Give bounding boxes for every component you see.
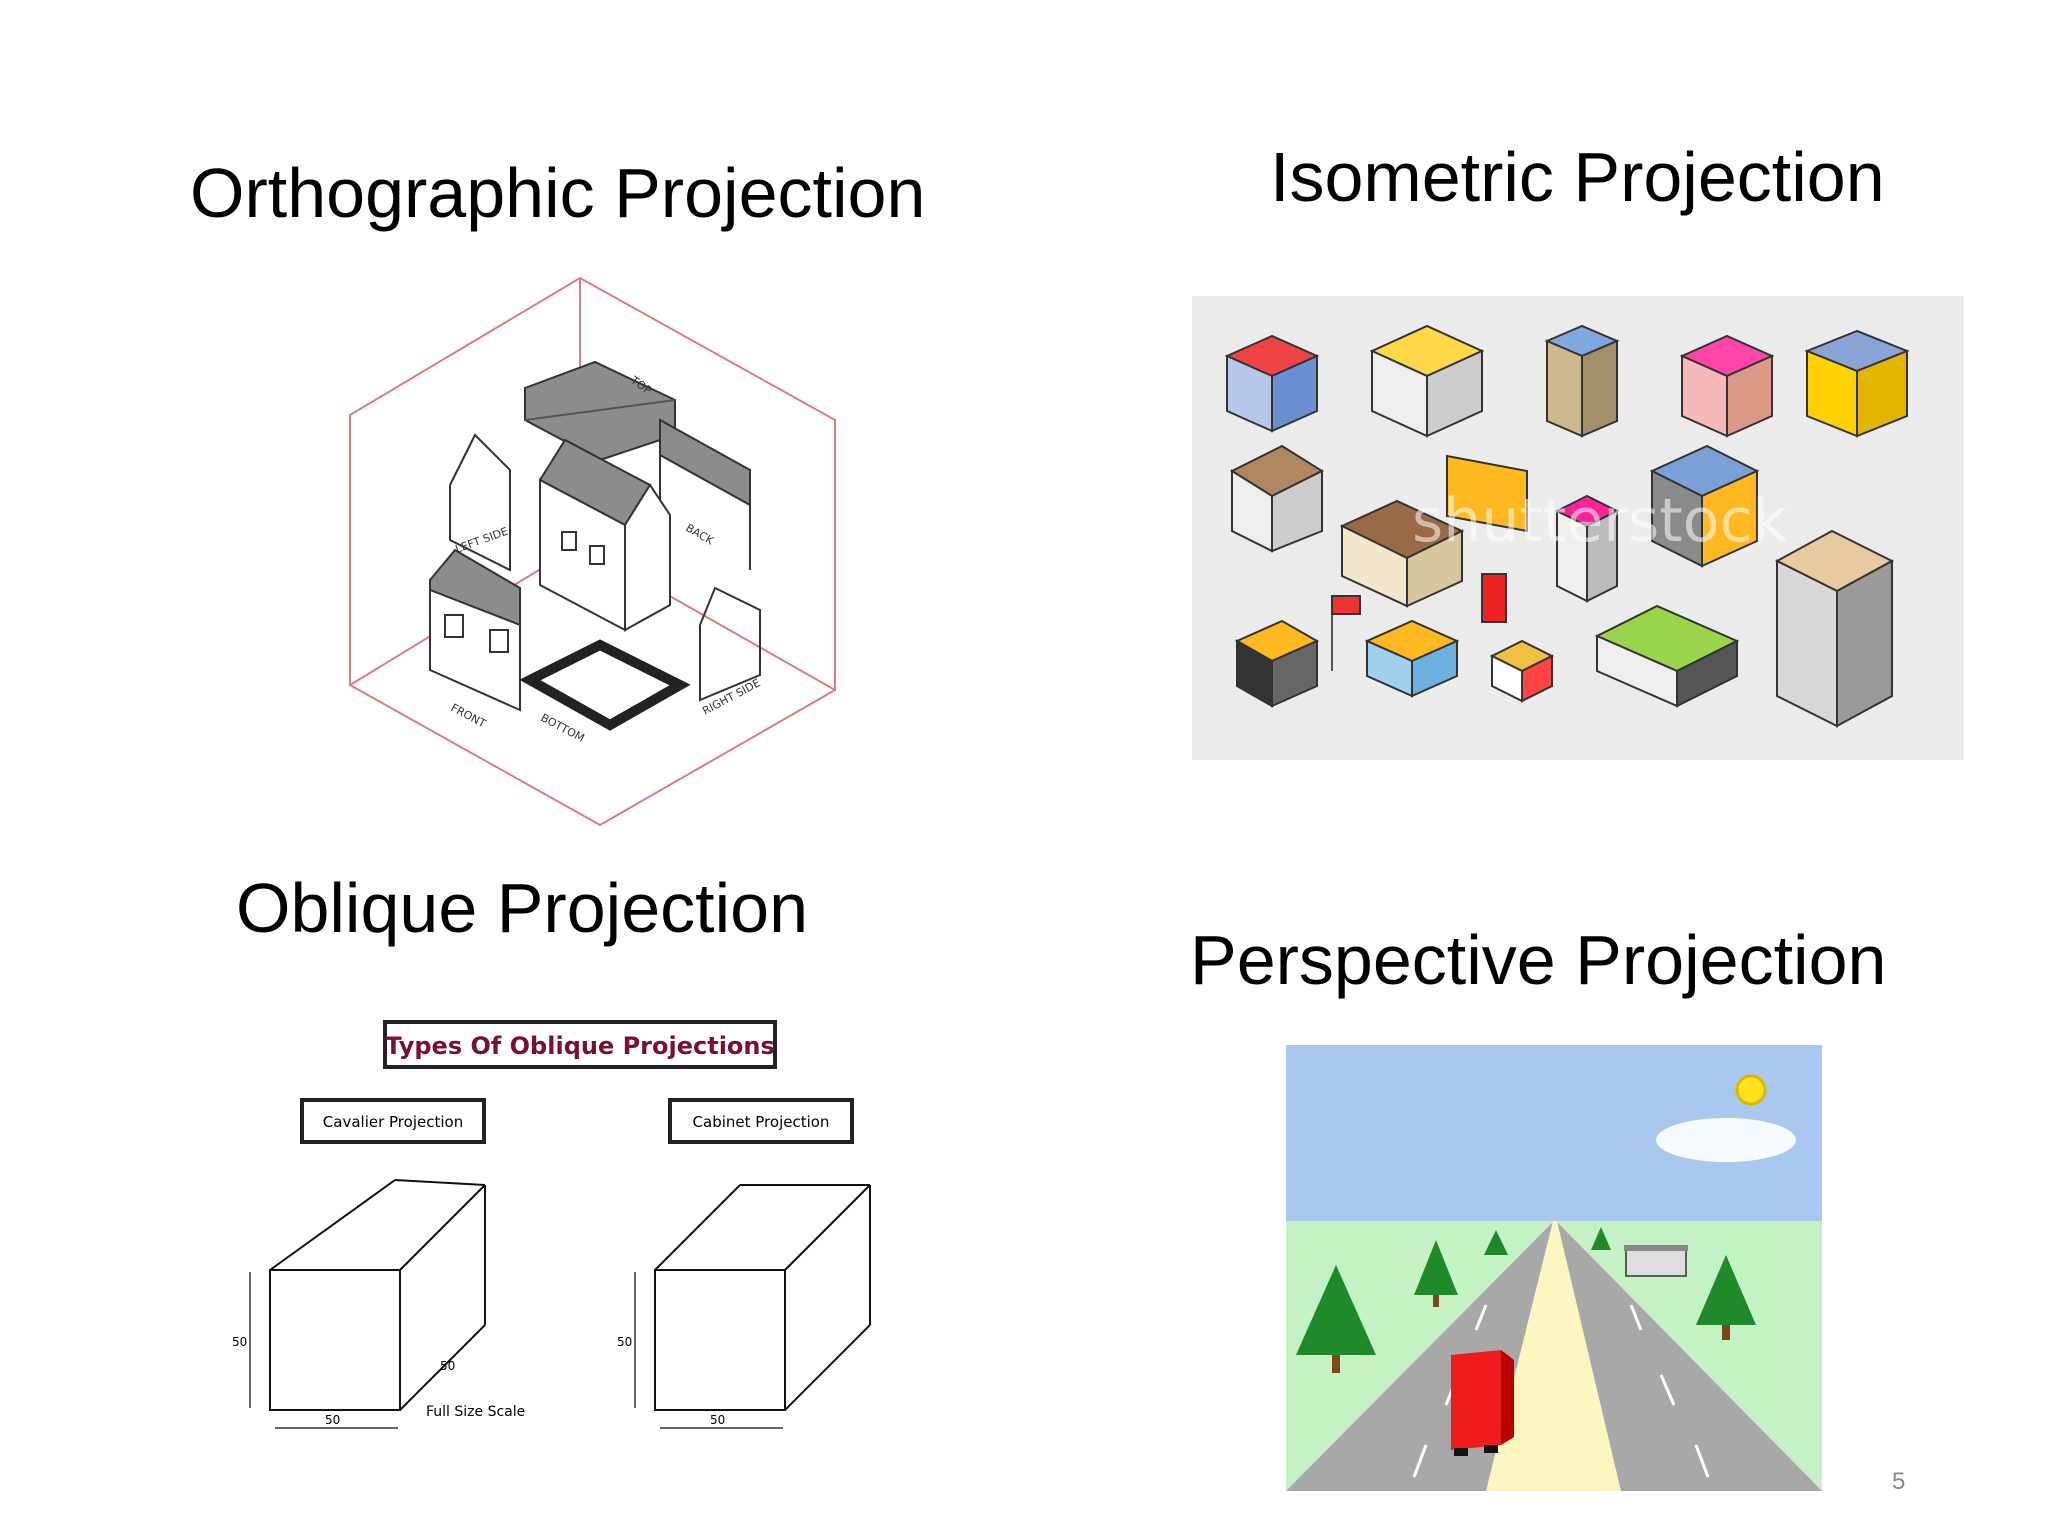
right-side-view xyxy=(699,586,761,702)
shop-yellow-dome xyxy=(1804,329,1910,438)
house-striped-roof xyxy=(1339,499,1465,608)
trees xyxy=(1296,1227,1756,1373)
cavalier-label-box xyxy=(300,1098,486,1144)
cabinet-box xyxy=(654,1184,871,1411)
cavalier-depth: 50 xyxy=(440,1359,455,1373)
sun-icon xyxy=(1735,1074,1767,1106)
title-perspective: Perspective Projection xyxy=(1190,921,1887,999)
cavalier-note: Full Size Scale xyxy=(426,1404,525,1420)
label-front: FRONT xyxy=(449,701,489,730)
cavalier-label: Cavalier Projection xyxy=(323,1113,463,1131)
skyscraper xyxy=(1774,529,1895,728)
top-view xyxy=(524,360,676,462)
title-orthographic: Orthographic Projection xyxy=(190,154,926,232)
temple-tower xyxy=(1554,494,1620,603)
cloud xyxy=(1656,1118,1796,1162)
cabinet-width: 50 xyxy=(710,1413,725,1427)
house-small-blue xyxy=(1364,619,1460,698)
cabinet-label-box xyxy=(668,1098,854,1144)
cavalier-width: 50 xyxy=(325,1413,340,1427)
oblique-figure: Types Of Oblique Projections Cavalier Pr… xyxy=(232,1020,871,1429)
center-house xyxy=(538,438,671,632)
cabinet-dimensions xyxy=(634,1272,783,1429)
left-side-view xyxy=(449,433,511,572)
market-green-awning xyxy=(1594,604,1740,708)
kiosk-yellow xyxy=(1489,639,1555,703)
billboard-yellow xyxy=(1446,454,1528,533)
cabinet-label: Cabinet Projection xyxy=(693,1113,830,1131)
tower-blue xyxy=(1544,324,1620,438)
back-view xyxy=(659,418,751,507)
center-strip xyxy=(1486,1221,1621,1491)
oblique-heading: Types Of Oblique Projections xyxy=(385,1032,775,1060)
shop-yellow-roof xyxy=(1369,324,1485,438)
label-bottom: BOTTOM xyxy=(539,711,587,745)
truck xyxy=(1451,1350,1514,1456)
cavalier-height: 50 xyxy=(232,1335,247,1349)
oblique-heading-box xyxy=(383,1020,777,1069)
cavalier-box xyxy=(269,1179,486,1411)
house-brown-dome xyxy=(1229,444,1325,553)
shop-pink xyxy=(1679,334,1775,438)
flag xyxy=(1331,595,1361,671)
phone-booth-red xyxy=(1481,573,1507,623)
watermark: shutterstock xyxy=(1412,486,1787,556)
title-isometric: Isometric Projection xyxy=(1270,138,1885,216)
house-orange xyxy=(1234,619,1320,708)
title-oblique: Oblique Projection xyxy=(236,869,808,947)
label-back: BACK xyxy=(684,521,717,548)
shop-red-awning xyxy=(1224,334,1320,433)
label-left-side: LEFT SIDE xyxy=(454,525,510,556)
isometric-figure: shutterstock xyxy=(1192,296,1964,760)
perspective-figure xyxy=(1286,1045,1822,1491)
cabinet-height: 50 xyxy=(617,1335,632,1349)
front-view xyxy=(429,548,521,712)
cavalier-dimensions xyxy=(249,1272,398,1429)
building-grey-blue xyxy=(1649,444,1760,568)
distant-building xyxy=(1624,1245,1688,1277)
bottom-view xyxy=(519,639,691,731)
page-number: 5 xyxy=(1892,1468,1906,1495)
orthographic-figure: TOP LEFT SIDE BACK FRONT BOTTOM RIGHT SI… xyxy=(349,276,836,827)
